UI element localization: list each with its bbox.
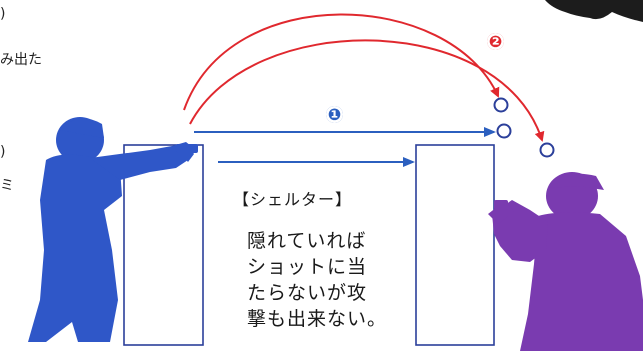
- red-arc-arrow-2: [189, 39, 545, 142]
- badge-one: ❶: [326, 106, 343, 123]
- shelter-line-3: たらないが攻: [247, 282, 368, 304]
- left-cut-text-3: ): [0, 144, 6, 160]
- left-cut-text-4: ミ: [0, 178, 14, 194]
- bullet-circle-3: [539, 142, 555, 158]
- right-barrier: [415, 144, 495, 346]
- shelter-description: 隠れていれば ショットに当 たらないが攻 撃も出来ない。: [247, 228, 397, 332]
- purple-player-silhouette: [488, 172, 643, 351]
- badge-two: ❷: [487, 33, 504, 50]
- left-cut-text-1: ): [0, 6, 6, 22]
- bullet-circle-1: [493, 97, 509, 113]
- left-barrier: [123, 144, 204, 346]
- shelter-title: 【シェルター】: [233, 190, 353, 209]
- badge-one-label: ❶: [326, 105, 343, 124]
- partial-silhouette-top-right: [545, 0, 643, 22]
- blue-player-silhouette: [28, 117, 198, 342]
- shelter-line-4: 撃も出来ない。: [247, 308, 388, 330]
- left-cut-text-2: み出た: [0, 52, 42, 68]
- shelter-line-1: 隠れていれば: [247, 230, 367, 252]
- badge-two-label: ❷: [487, 32, 504, 51]
- bullet-circle-2: [496, 123, 512, 139]
- red-arc-arrow-1: [183, 13, 500, 111]
- shelter-line-2: ショットに当: [247, 256, 368, 278]
